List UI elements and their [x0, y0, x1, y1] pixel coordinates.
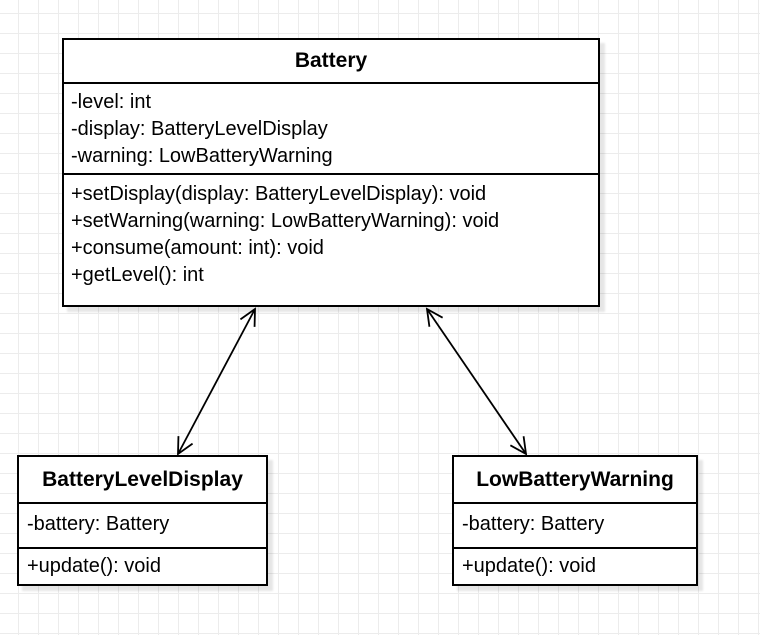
class-title: BatteryLevelDisplay — [19, 457, 266, 504]
class-methods: +update(): void — [454, 547, 696, 584]
association-edge-battery-batteryleveldisplay[interactable] — [178, 309, 255, 454]
class-attribute: -warning: LowBatteryWarning — [71, 145, 333, 167]
association-edge-battery-lowbatterywarning[interactable] — [427, 309, 526, 454]
class-title: LowBatteryWarning — [454, 457, 696, 504]
class-methods: +update(): void — [19, 547, 266, 584]
class-method: +setDisplay(display: BatteryLevelDisplay… — [71, 183, 487, 205]
class-method: +consume(amount: int): void — [71, 237, 324, 259]
class-attribute: -level: int — [71, 91, 152, 113]
class-attribute: -battery: Battery — [462, 513, 605, 535]
class-attributes: -battery: Battery — [454, 504, 696, 547]
class-methods: +setDisplay(display: BatteryLevelDisplay… — [64, 173, 598, 305]
class-box-lowbatterywarning[interactable]: LowBatteryWarning -battery: Battery +upd… — [452, 455, 698, 586]
class-box-batteryleveldisplay[interactable]: BatteryLevelDisplay -battery: Battery +u… — [17, 455, 268, 586]
class-method: +getLevel(): int — [71, 264, 204, 286]
class-attribute: -display: BatteryLevelDisplay — [71, 118, 328, 140]
class-attributes: -level: int -display: BatteryLevelDispla… — [64, 84, 598, 173]
class-title: Battery — [64, 40, 598, 84]
class-attributes: -battery: Battery — [19, 504, 266, 547]
class-attribute: -battery: Battery — [27, 513, 170, 535]
class-box-battery[interactable]: Battery -level: int -display: BatteryLev… — [62, 38, 600, 307]
class-method: +update(): void — [27, 555, 161, 577]
class-method: +setWarning(warning: LowBatteryWarning):… — [71, 210, 500, 232]
class-method: +update(): void — [462, 555, 596, 577]
